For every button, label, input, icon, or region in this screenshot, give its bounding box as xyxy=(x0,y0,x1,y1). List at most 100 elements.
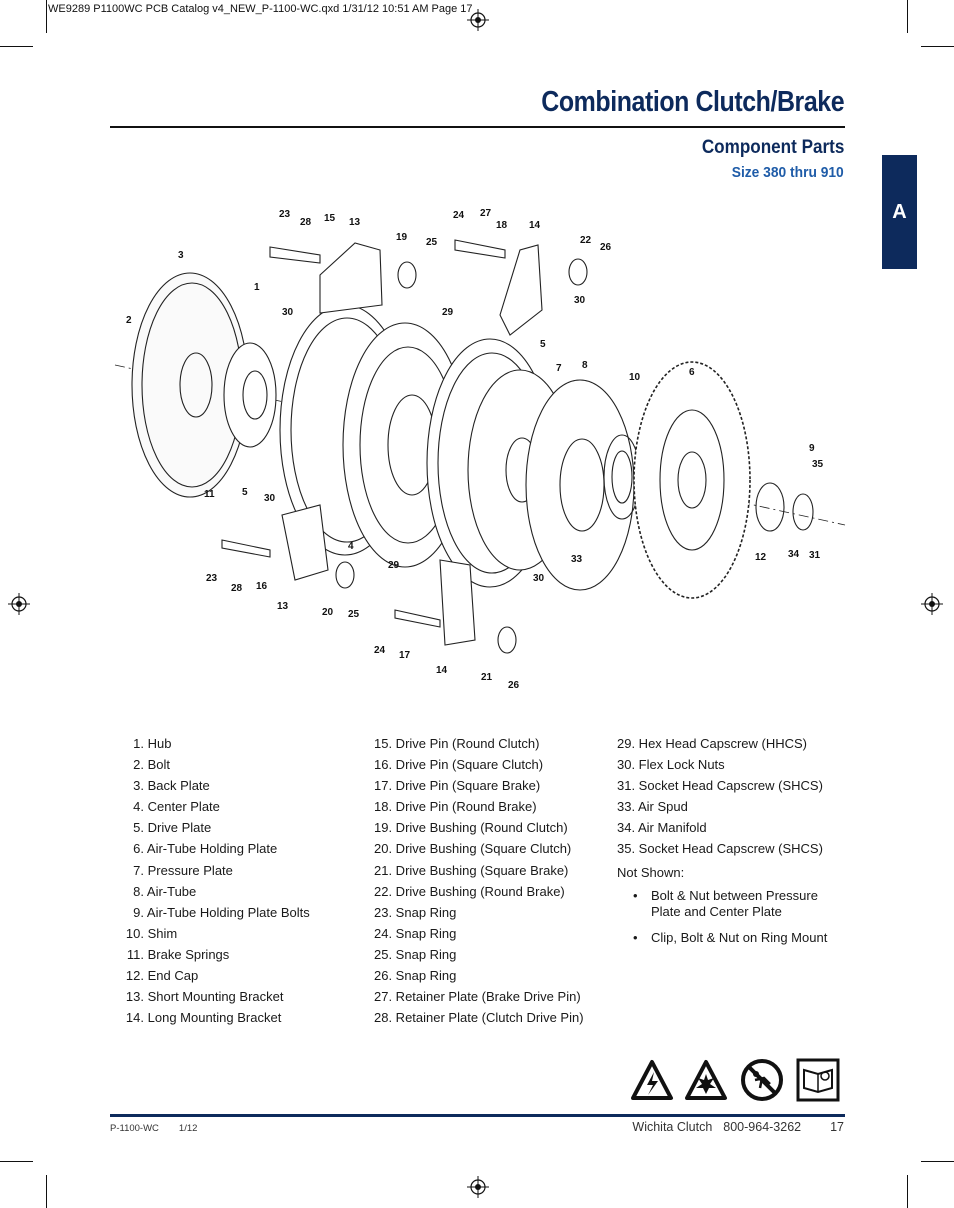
crop-mark xyxy=(921,1161,954,1162)
svg-text:5: 5 xyxy=(540,339,546,350)
svg-text:19: 19 xyxy=(396,232,408,243)
svg-text:23: 23 xyxy=(206,573,218,584)
svg-text:29: 29 xyxy=(388,560,400,571)
list-item: 22. Drive Bushing (Round Brake) xyxy=(374,883,565,899)
print-slug: WE9289 P1100WC PCB Catalog v4_NEW_P-1100… xyxy=(48,3,473,15)
registration-mark-icon xyxy=(8,593,30,615)
crop-mark xyxy=(46,0,47,33)
svg-text:13: 13 xyxy=(349,217,361,228)
list-item: 19. Drive Bushing (Round Clutch) xyxy=(374,820,568,836)
crop-mark xyxy=(907,1175,908,1208)
svg-text:23: 23 xyxy=(279,209,291,220)
list-item: 35. Socket Head Capscrew (SHCS) xyxy=(617,841,823,857)
svg-text:16: 16 xyxy=(256,581,268,592)
page-title: Combination Clutch/Brake xyxy=(541,86,844,118)
svg-text:35: 35 xyxy=(812,459,824,470)
svg-text:30: 30 xyxy=(282,307,294,318)
crop-mark xyxy=(46,1175,47,1208)
parts-column-3: 29. Hex Head Capscrew (HHCS) 30. Flex Lo… xyxy=(617,733,843,946)
svg-text:20: 20 xyxy=(322,607,334,618)
list-item: 28. Retainer Plate (Clutch Drive Pin) xyxy=(374,1010,584,1026)
svg-text:34: 34 xyxy=(788,549,800,560)
crop-mark xyxy=(0,1161,33,1162)
list-item: 1. Hub xyxy=(133,736,172,751)
list-item: 26. Snap Ring xyxy=(374,968,457,984)
svg-text:29: 29 xyxy=(442,307,454,318)
svg-text:28: 28 xyxy=(300,217,312,228)
list-item: •Bolt & Nut between Pressure Plate and C… xyxy=(633,887,818,919)
svg-text:4: 4 xyxy=(348,541,354,552)
svg-text:3: 3 xyxy=(178,250,184,261)
list-item: 7. Pressure Plate xyxy=(133,862,233,878)
size-range: Size 380 thru 910 xyxy=(732,164,844,181)
list-item: 6. Air-Tube Holding Plate xyxy=(133,841,278,857)
svg-text:17: 17 xyxy=(399,650,411,661)
list-item: 4. Center Plate xyxy=(133,799,220,815)
section-tab: A xyxy=(882,155,917,269)
svg-text:22: 22 xyxy=(580,235,592,246)
svg-text:25: 25 xyxy=(348,609,360,620)
svg-text:14: 14 xyxy=(529,220,541,231)
list-item: 25. Snap Ring xyxy=(374,946,457,962)
list-item: 17. Drive Pin (Square Brake) xyxy=(374,778,541,794)
svg-text:10: 10 xyxy=(629,372,641,383)
parts-column-2: 15. Drive Pin (Round Clutch) 16. Drive P… xyxy=(374,733,584,1028)
list-item: 14. Long Mounting Bracket xyxy=(125,1010,282,1026)
footer-contact: Wichita Clutch 800-964-3262 17 xyxy=(632,1120,844,1134)
crop-mark xyxy=(907,0,908,33)
list-item: 30. Flex Lock Nuts xyxy=(617,757,725,773)
svg-text:13: 13 xyxy=(277,601,289,612)
svg-text:27: 27 xyxy=(480,208,492,219)
no-slipping-prohibition-icon xyxy=(741,1059,783,1101)
company-name: Wichita Clutch xyxy=(632,1120,713,1134)
list-item: 18. Drive Pin (Round Brake) xyxy=(374,799,537,815)
list-item: 29. Hex Head Capscrew (HHCS) xyxy=(617,736,808,751)
svg-text:12: 12 xyxy=(755,552,767,563)
footer-rule xyxy=(110,1114,845,1117)
bullet-icon: • xyxy=(633,887,638,903)
svg-text:33: 33 xyxy=(571,554,583,565)
list-item: 12. End Cap xyxy=(125,968,199,984)
list-item: 31. Socket Head Capscrew (SHCS) xyxy=(617,778,823,794)
list-item: 10. Shim xyxy=(125,925,178,941)
svg-text:14: 14 xyxy=(436,665,448,676)
list-item: 9. Air-Tube Holding Plate Bolts xyxy=(133,904,310,920)
list-item: 3. Back Plate xyxy=(133,778,210,794)
list-item: 2. Bolt xyxy=(133,757,171,773)
parts-column-1: 1. Hub 2. Bolt 3. Back Plate 4. Center P… xyxy=(110,733,310,1028)
safety-icons xyxy=(631,1058,840,1102)
registration-mark-icon xyxy=(467,1176,489,1198)
list-item: 16. Drive Pin (Square Clutch) xyxy=(374,757,544,773)
list-item: 21. Drive Bushing (Square Brake) xyxy=(374,862,569,878)
svg-text:30: 30 xyxy=(264,493,276,504)
list-item: 27. Retainer Plate (Brake Drive Pin) xyxy=(374,989,581,1005)
svg-text:26: 26 xyxy=(600,242,612,253)
list-item: 8. Air-Tube xyxy=(133,883,197,899)
svg-text:25: 25 xyxy=(426,237,438,248)
svg-text:24: 24 xyxy=(453,210,465,221)
svg-text:8: 8 xyxy=(582,360,588,371)
electric-shock-warning-icon xyxy=(631,1060,673,1100)
svg-text:30: 30 xyxy=(533,573,545,584)
crop-mark xyxy=(921,46,954,47)
read-manual-icon xyxy=(796,1058,840,1102)
svg-text:26: 26 xyxy=(508,680,520,691)
svg-text:6: 6 xyxy=(689,367,695,378)
list-item: 11. Brake Springs xyxy=(126,946,230,962)
list-item: 33. Air Spud xyxy=(617,799,688,815)
title-rule xyxy=(110,126,845,128)
svg-text:31: 31 xyxy=(809,550,821,561)
registration-mark-icon xyxy=(467,9,489,31)
not-shown-label: Not Shown: xyxy=(617,864,685,880)
svg-text:21: 21 xyxy=(481,672,493,683)
list-item: 34. Air Manifold xyxy=(617,820,707,836)
bullet-icon: • xyxy=(633,929,638,945)
svg-text:7: 7 xyxy=(556,363,562,374)
list-item: 13. Short Mounting Bracket xyxy=(125,989,284,1005)
svg-text:2: 2 xyxy=(126,315,132,326)
svg-text:1: 1 xyxy=(254,282,260,293)
svg-text:30: 30 xyxy=(574,295,586,306)
crop-mark xyxy=(0,46,33,47)
